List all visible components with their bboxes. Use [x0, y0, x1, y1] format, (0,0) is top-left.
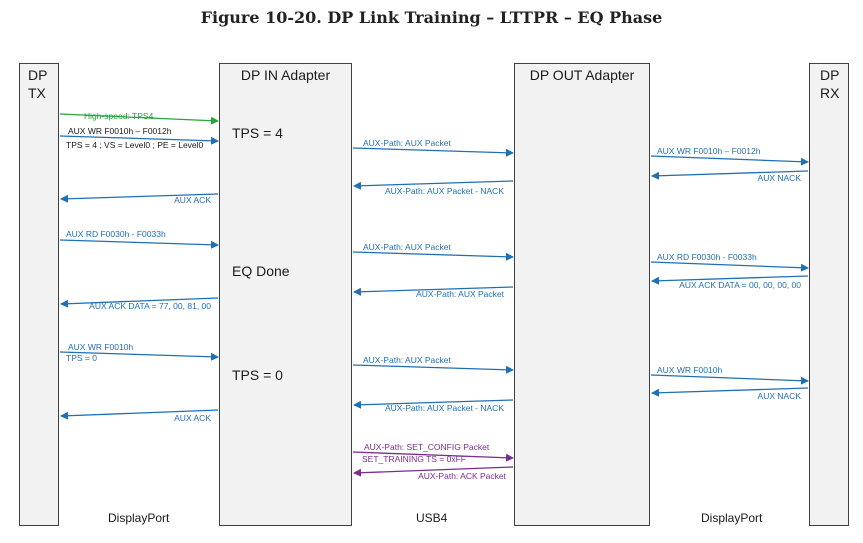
arrow-rx-rd: [650, 261, 809, 272]
arrow-rx-nack1: [651, 170, 809, 180]
arrow-tx-ack1: [60, 193, 219, 203]
label-tx-wr1-params: TPS = 4 ; VS = Level0 ; PE = Level0: [66, 140, 204, 150]
dp-rx-label-line2: RX: [820, 85, 840, 101]
label-tx-wr2: AUX WR F0010h: [68, 342, 133, 352]
arrow-tx-ack-data: [60, 297, 219, 308]
dp-tx-label-line1: DP: [28, 67, 48, 83]
dp-out-adapter-lane: [514, 63, 650, 526]
label-rx-nack2: AUX NACK: [758, 391, 802, 401]
arrow-mid-nack1: [353, 180, 514, 190]
arrow-hs-tps4: [59, 113, 219, 125]
label-ack-packet: AUX-Path: ACK Packet: [418, 471, 507, 481]
arrow-mid-nack2: [353, 399, 514, 409]
figure-title: Figure 10-20. DP Link Training – LTTPR –…: [200, 8, 663, 27]
label-rx-wr2: AUX WR F0010h: [657, 365, 722, 375]
arrow-tx-wr2: [59, 351, 219, 361]
dp-out-adapter-label: DP OUT Adapter: [529, 67, 635, 83]
arrow-set-config: [352, 451, 514, 462]
arrow-rx-ack-data: [651, 275, 809, 285]
label-tx-wr1: AUX WR F0010h – F0012h: [68, 126, 172, 136]
arrow-rx-wr1: [650, 155, 809, 166]
state-eq-done: EQ Done: [232, 263, 290, 279]
arrow-mid-aux-packet-4: [352, 364, 514, 374]
arrow-mid-aux-packet-2: [352, 251, 514, 261]
label-tx-rd: AUX RD F0030h - F0033h: [66, 229, 166, 239]
dp-in-adapter-label: DP IN Adapter: [240, 67, 331, 83]
arrow-ack-packet: [353, 466, 514, 477]
label-hs-tps4: High-speed: TPS4: [84, 111, 154, 121]
arrow-rx-wr2: [650, 374, 809, 385]
label-rx-wr1: AUX WR F0010h – F0012h: [657, 146, 761, 156]
label-rx-rd: AUX RD F0030h - F0033h: [657, 252, 757, 262]
label-mid-aux-packet-2: AUX-Path: AUX Packet: [363, 242, 452, 252]
arrow-tx-wr1: [59, 135, 219, 145]
dp-rx-label-line1: DP: [820, 67, 840, 83]
dp-in-adapter-lane: [219, 63, 352, 526]
arrow-mid-aux-packet-1: [352, 147, 514, 157]
label-rx-nack1: AUX NACK: [758, 173, 802, 183]
arrow-mid-aux-packet-3: [353, 286, 514, 296]
label-mid-aux-packet-3: AUX-Path: AUX Packet: [416, 289, 505, 299]
label-tx-ack-data: AUX ACK DATA = 77, 00, 81, 00: [89, 301, 211, 311]
arrow-rx-nack2: [651, 387, 809, 397]
label-rx-ack-data: AUX ACK DATA = 00, 00, 00, 00: [679, 280, 801, 290]
segment-left-label: DisplayPort: [108, 511, 170, 525]
label-tx-wr2-params: TPS = 0: [66, 353, 97, 363]
label-mid-aux-packet-1: AUX-Path: AUX Packet: [363, 138, 452, 148]
dp-tx-label-line2: TX: [28, 85, 46, 101]
arrow-tx-rd: [59, 239, 219, 249]
label-mid-nack1: AUX-Path: AUX Packet - NACK: [385, 186, 504, 196]
arrow-tx-ack2: [60, 409, 219, 420]
label-set-config: AUX-Path: SET_CONFIG Packet: [364, 442, 490, 452]
segment-middle-label: USB4: [416, 511, 448, 525]
label-mid-aux-packet-4: AUX-Path: AUX Packet: [363, 355, 452, 365]
label-tx-ack1: AUX ACK: [174, 195, 211, 205]
dp-rx-lane: [809, 63, 849, 526]
label-tx-ack2: AUX ACK: [174, 413, 211, 423]
dp-tx-lane: [19, 63, 59, 526]
state-tps4: TPS = 4: [232, 125, 283, 141]
label-mid-nack2: AUX-Path: AUX Packet - NACK: [385, 403, 504, 413]
label-set-training: SET_TRAINING TS = 0xFF: [362, 454, 466, 464]
state-tps0: TPS = 0: [232, 367, 283, 383]
segment-right-label: DisplayPort: [701, 511, 763, 525]
